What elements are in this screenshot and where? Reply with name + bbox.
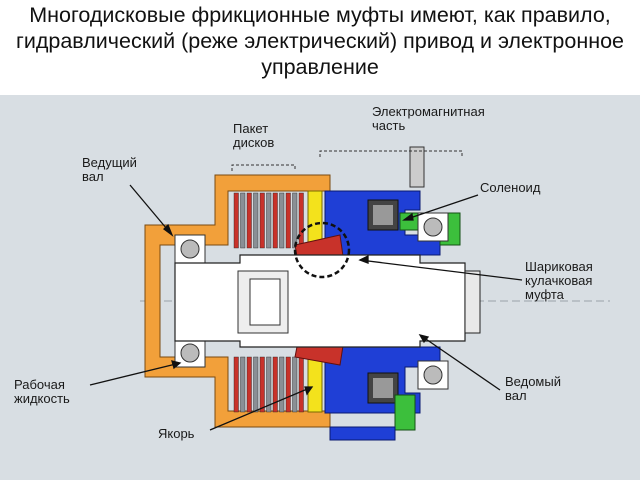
label-working-fluid: Рабочая жидкость <box>14 377 70 406</box>
label-disk-pack: Пакет дисков <box>233 121 275 150</box>
clutch-plate <box>272 192 278 249</box>
armature-top <box>307 190 323 247</box>
clutch-plate <box>266 192 272 249</box>
connector-pin <box>409 146 425 188</box>
label-electromagnetic-part: Электромагнитная часть <box>372 104 485 133</box>
clutch-plate <box>298 192 304 249</box>
bearing-bottom-right <box>417 360 449 390</box>
bearing-top-left <box>174 234 206 264</box>
clutch-plate <box>266 356 272 413</box>
shaft-right-hub <box>464 270 481 334</box>
solenoid-bottom <box>367 372 399 404</box>
clutch-plate <box>272 356 278 413</box>
clutch-plate <box>279 192 285 249</box>
clutch-plate <box>253 192 259 249</box>
label-ball-cam-clutch: Шариковая кулачковая муфта <box>525 259 593 302</box>
central-shaft <box>174 254 466 348</box>
slide-title: Многодисковые фрикционные муфты имеют, к… <box>15 3 625 79</box>
clutch-cross-section <box>89 146 610 441</box>
label-driven-shaft: Ведомый вал <box>505 374 561 403</box>
label-armature: Якорь <box>158 426 195 441</box>
label-drive-shaft: Ведущий вал <box>82 155 137 184</box>
disk-pack-top <box>233 192 304 249</box>
shaft-spline-inner <box>249 278 281 326</box>
clutch-plate <box>259 356 265 413</box>
disk-pack-bracket <box>231 164 296 171</box>
clutch-plate <box>246 356 252 413</box>
clutch-plate <box>240 356 246 413</box>
clutch-plate <box>292 192 298 249</box>
lower-housing-edge <box>329 426 396 441</box>
solenoid-top <box>367 199 399 231</box>
bearing-top-right <box>417 212 449 242</box>
disk-pack-bottom <box>233 356 304 413</box>
clutch-plate <box>279 356 285 413</box>
leader-arrows <box>89 184 523 431</box>
clutch-plate <box>285 192 291 249</box>
armature-bottom <box>307 356 323 413</box>
clutch-plate <box>253 356 259 413</box>
label-solenoid: Соленоид <box>480 180 541 195</box>
clutch-plate <box>233 356 239 413</box>
clutch-plate <box>246 192 252 249</box>
clutch-plate <box>285 356 291 413</box>
clutch-plate <box>292 356 298 413</box>
green-ring-bottom <box>394 394 416 431</box>
electromagnet-bracket <box>319 150 463 157</box>
clutch-plate <box>240 192 246 249</box>
clutch-plate <box>259 192 265 249</box>
clutch-diagram: Пакет дисков Электромагнитная часть Веду… <box>0 95 640 480</box>
clutch-plate <box>233 192 239 249</box>
clutch-plate <box>298 356 304 413</box>
ball-cam-highlight <box>293 221 351 279</box>
